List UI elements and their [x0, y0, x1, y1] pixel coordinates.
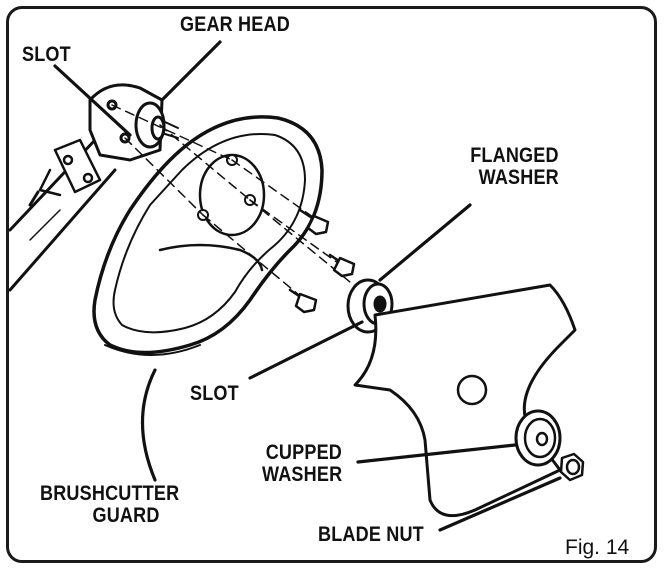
slot-top-leader [53, 64, 132, 137]
blade-nut [559, 452, 585, 482]
leader-lines [53, 40, 562, 532]
gear-head-leader [160, 40, 222, 102]
label-slot-top: SLOT [22, 43, 71, 66]
brushcutter-guard-leader [141, 368, 157, 482]
label-cupped-washer-line1: CUPPED [265, 441, 343, 464]
flanged-washer-leader [378, 203, 472, 282]
cupped-washer [514, 409, 562, 467]
label-brushcutter-guard: BRUSHCUTTER GUARD [40, 483, 179, 527]
mounting-bolts [288, 208, 356, 314]
cupped-washer-leader [356, 443, 517, 464]
label-cupped-washer: CUPPED WASHER [262, 442, 342, 486]
label-gear-head: GEAR HEAD [180, 13, 290, 36]
alignment-lines [111, 104, 541, 439]
shaft-clamp [28, 138, 102, 207]
blade-nut-leader [438, 476, 562, 532]
label-brushcutter-guard-line1: BRUSHCUTTER [40, 482, 180, 505]
figure-caption: Fig. 14 [565, 536, 630, 559]
blade [353, 283, 577, 518]
label-brushcutter-guard-line2: GUARD [92, 504, 160, 527]
label-flanged-washer: FLANGED WASHER [470, 145, 559, 189]
slot-bottom-leader [248, 320, 364, 380]
label-blade-nut: BLADE NUT [318, 523, 424, 546]
label-flanged-washer-line1: FLANGED [470, 144, 559, 167]
label-cupped-washer-line2: WASHER [262, 463, 343, 486]
label-slot-bottom: SLOT [190, 382, 239, 405]
label-flanged-washer-line2: WASHER [478, 166, 559, 189]
